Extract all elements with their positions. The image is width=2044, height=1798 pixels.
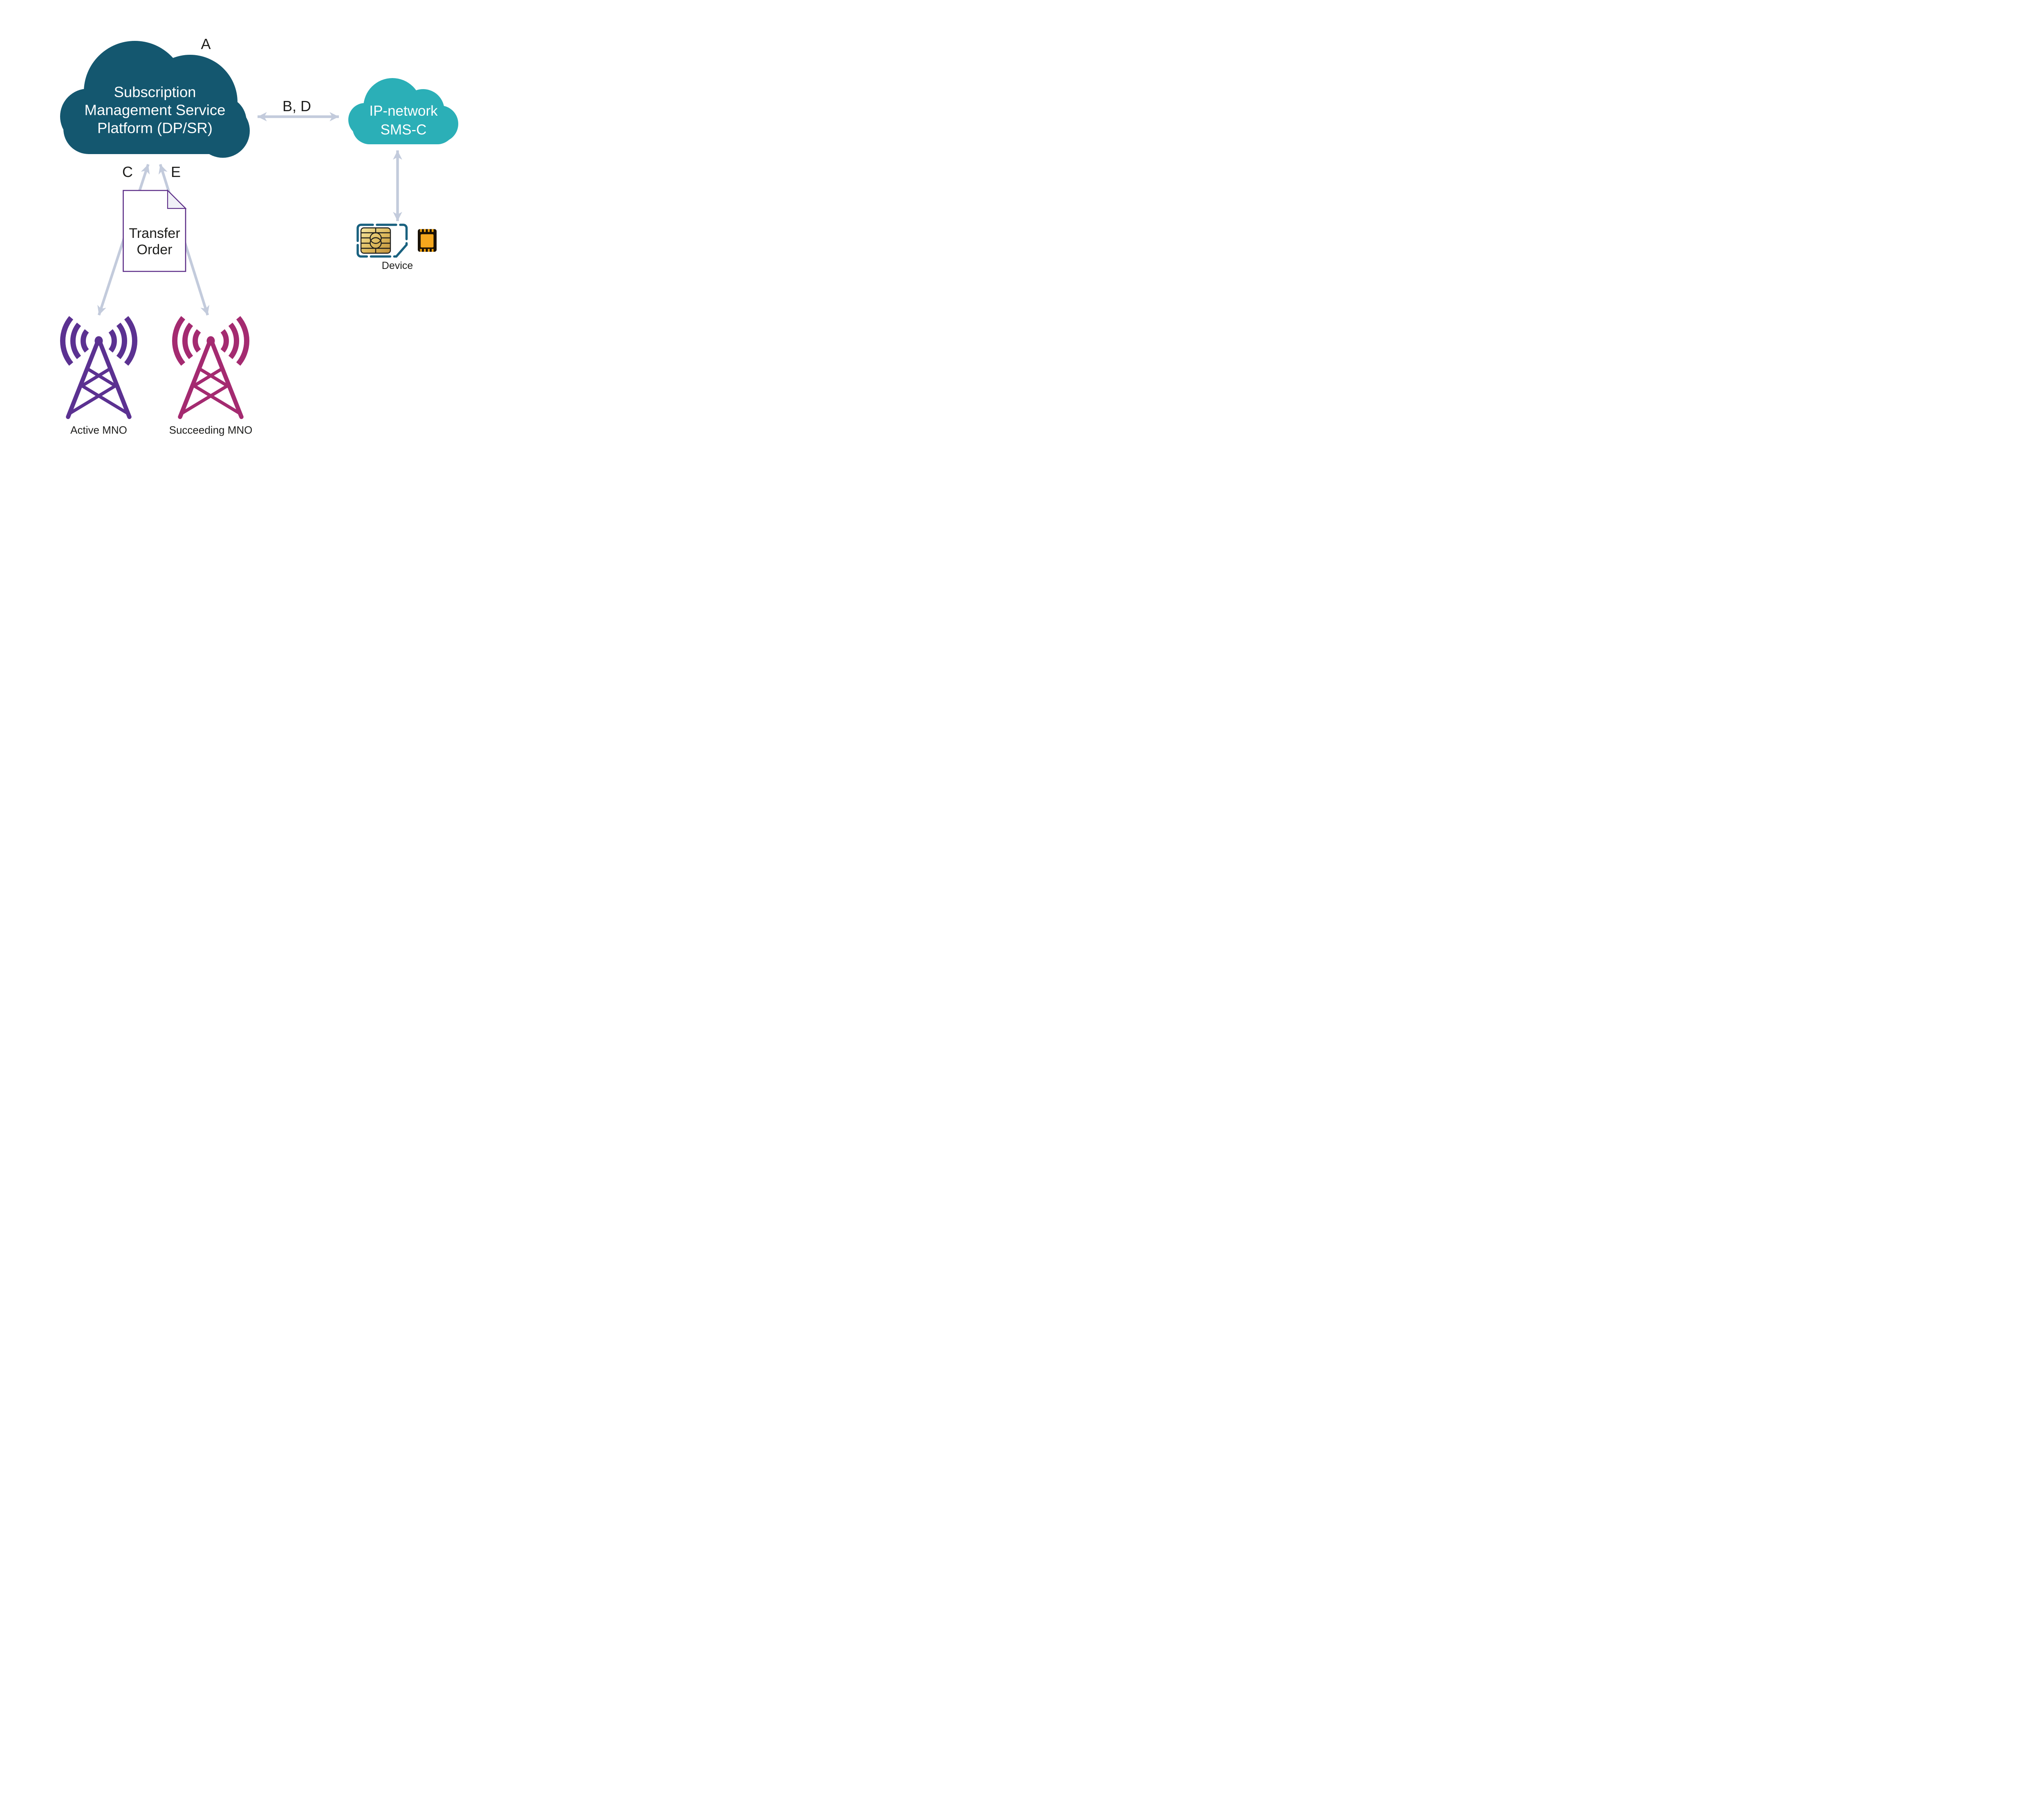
platform-cloud-label-line2: Management Service: [85, 102, 226, 119]
device-label: Device: [382, 260, 413, 271]
esim-transfer-diagram: Subscription Management Service Platform…: [0, 36, 458, 436]
sms-cloud-label-line2: SMS-C: [381, 122, 427, 138]
device-node: Device: [356, 224, 437, 271]
sms-c-cloud: IP-network SMS-C: [348, 78, 458, 144]
document-fold-corner: [167, 189, 187, 209]
tower-succeeding-mno: Succeeding MNO: [169, 318, 253, 436]
sim-card-icon: [356, 224, 408, 258]
esim-chip-icon: [418, 229, 437, 252]
document-icon: [123, 190, 186, 272]
succeeding-mno-label: Succeeding MNO: [169, 424, 253, 436]
flow-label-a: A: [201, 36, 211, 52]
cloud-icon: [60, 41, 250, 158]
flow-label-bd: B, D: [282, 98, 311, 114]
flow-label-e: E: [171, 163, 181, 180]
cloud-icon: [348, 78, 458, 144]
transfer-order-document: Transfer Order: [123, 189, 187, 272]
flow-label-c: C: [122, 163, 133, 180]
subscription-platform-cloud: Subscription Management Service Platform…: [60, 41, 250, 158]
platform-cloud-label-line3: Platform (DP/SR): [97, 120, 213, 137]
document-label-line2: Order: [137, 242, 173, 257]
document-label-line1: Transfer: [129, 226, 180, 241]
radio-tower-icon: [63, 318, 134, 417]
sms-cloud-label-line1: IP-network: [369, 103, 438, 119]
active-mno-label: Active MNO: [70, 424, 127, 436]
diagram-canvas: Subscription Management Service Platform…: [0, 0, 514, 450]
radio-tower-icon: [175, 318, 247, 417]
platform-cloud-label-line1: Subscription: [114, 84, 196, 101]
tower-active-mno: Active MNO: [63, 318, 134, 436]
